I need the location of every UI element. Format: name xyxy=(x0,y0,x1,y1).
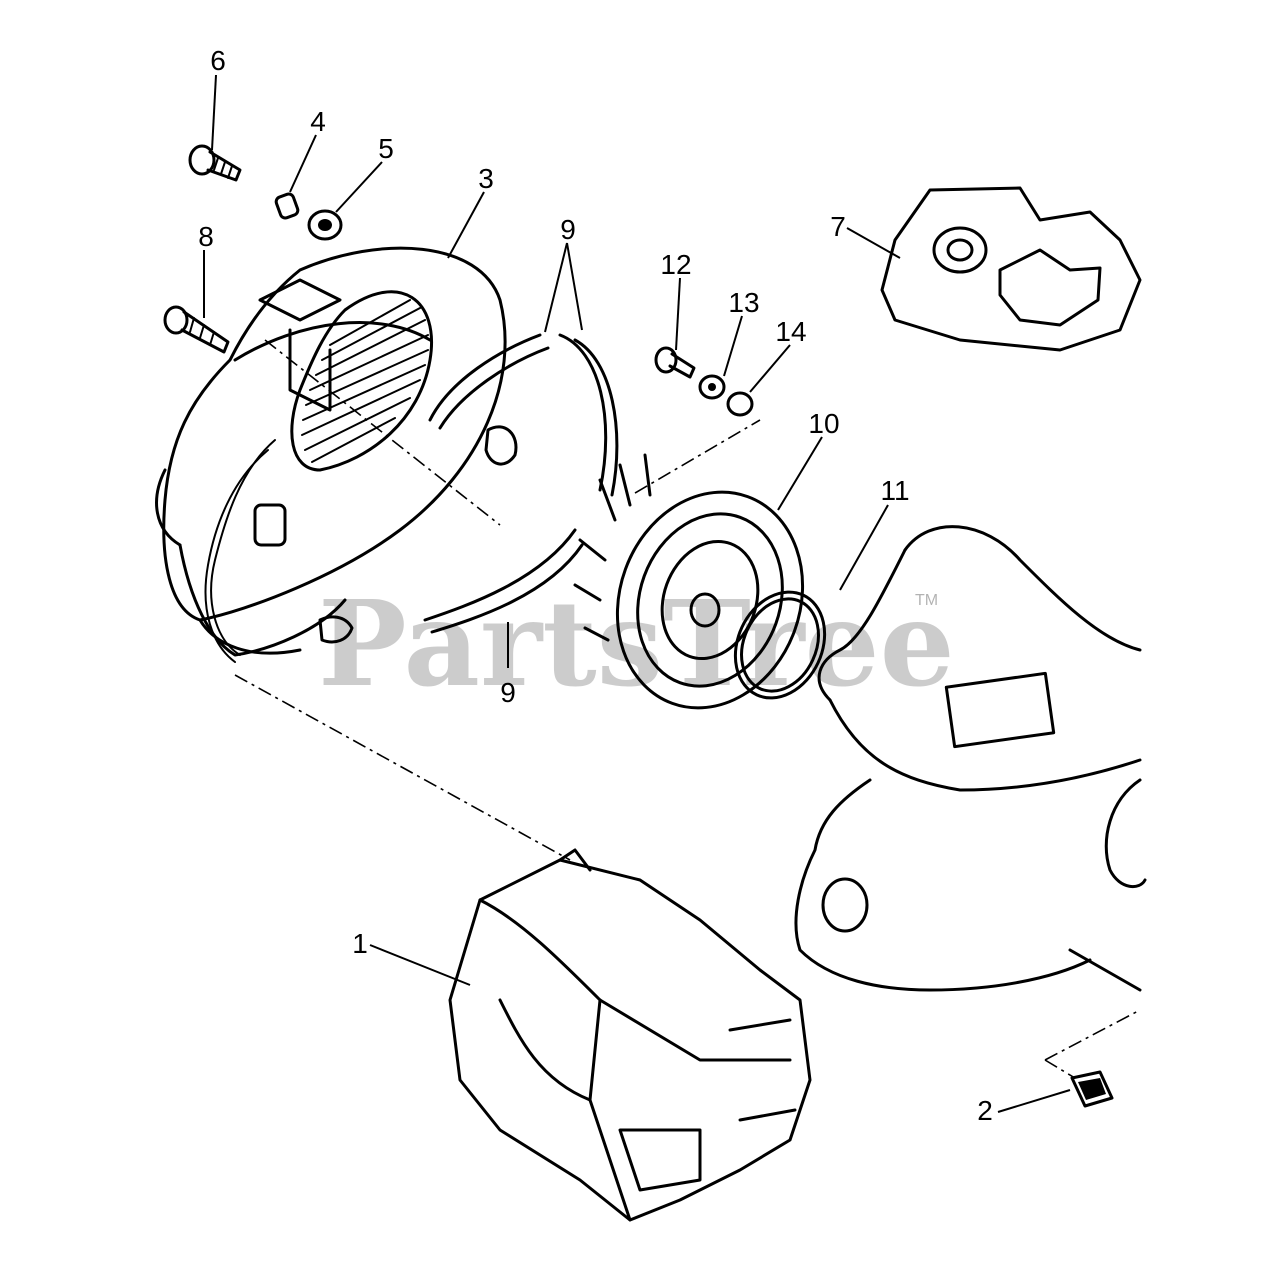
label-4: 4 xyxy=(310,106,326,137)
washer-13 xyxy=(698,374,726,400)
label-9-top: 9 xyxy=(560,214,576,245)
screw-12 xyxy=(654,346,696,379)
fan-housing xyxy=(155,246,518,663)
grommet-5 xyxy=(307,209,343,241)
label-6: 6 xyxy=(210,45,226,76)
nut-14 xyxy=(726,391,754,417)
assembly-lines xyxy=(234,339,1141,1079)
label-5: 5 xyxy=(378,133,394,164)
watermark-tm: TM xyxy=(915,592,938,609)
label-14: 14 xyxy=(775,316,806,347)
gasket-7 xyxy=(880,186,1142,352)
label-7: 7 xyxy=(830,211,846,242)
label-13: 13 xyxy=(728,287,759,318)
watermark: PartsTree TM xyxy=(318,574,955,713)
screw-8 xyxy=(163,305,230,354)
watermark-text: PartsTree xyxy=(318,574,955,713)
label-8: 8 xyxy=(198,221,214,252)
label-10: 10 xyxy=(808,408,839,439)
engine-block xyxy=(794,525,1147,992)
label-3: 3 xyxy=(478,163,494,194)
leader-lines xyxy=(203,74,1071,1113)
label-2: 2 xyxy=(977,1095,993,1126)
clip-2 xyxy=(1070,1070,1114,1108)
label-12: 12 xyxy=(660,249,691,280)
hose-9 xyxy=(423,333,619,634)
grille-slots xyxy=(301,299,429,463)
shroud-1 xyxy=(448,848,812,1222)
part-numbers: 6 4 5 3 8 9 9 7 12 13 14 10 11 1 2 xyxy=(198,45,993,1126)
o-ring-11 xyxy=(733,590,827,700)
label-9-bottom: 9 xyxy=(500,677,516,708)
screw-6 xyxy=(188,144,242,182)
label-1: 1 xyxy=(352,928,368,959)
label-11: 11 xyxy=(880,475,909,506)
flywheel-10 xyxy=(573,453,805,710)
sleeve-4 xyxy=(274,192,300,220)
